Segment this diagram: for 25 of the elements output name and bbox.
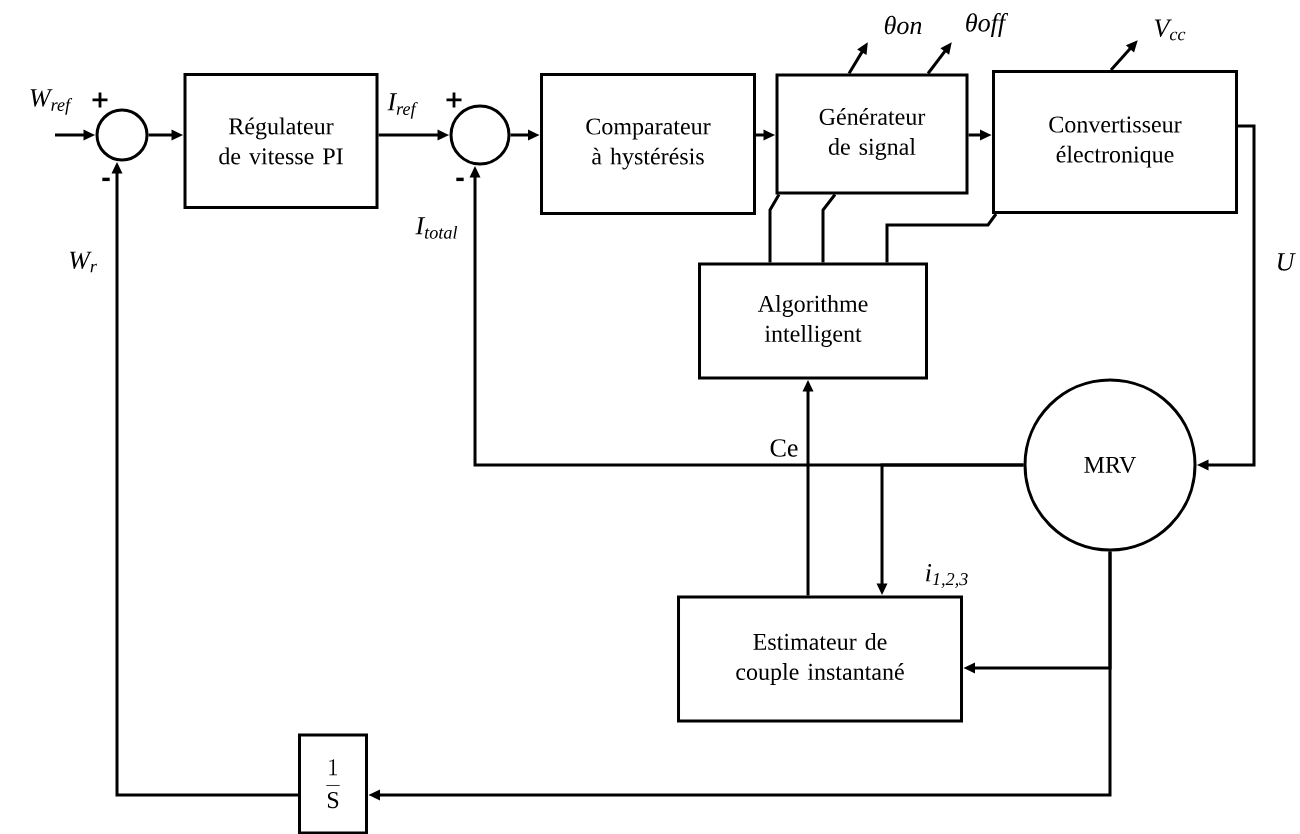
connector-line <box>768 193 781 263</box>
signal-label: θon <box>884 15 922 35</box>
transfer-function-box: $\frac{1}{\mathrm{S}}$ <box>298 733 368 834</box>
signal-label: I$_{total}$ <box>415 217 458 239</box>
process-box: Générateur de signal <box>775 73 969 195</box>
process-box: Algorithme intelligent <box>698 262 928 380</box>
signal-label: W$_{r}$ <box>69 251 97 273</box>
process-box: Estimateur de couple instantané <box>677 595 963 723</box>
signal-label: θoff <box>966 13 1009 37</box>
signal-label: U <box>1278 253 1296 271</box>
connector-line <box>885 213 998 263</box>
signal-label: I$_{ref}$ <box>387 93 418 119</box>
signal-label: V$_{cc}$ <box>1154 19 1186 41</box>
sign-label: + <box>446 92 462 108</box>
process-box: Comparateur à hystérésis <box>540 73 756 215</box>
connector-line <box>821 193 837 263</box>
signal-label: W$_{ref}$ <box>30 89 73 115</box>
process-box: Convertisseur électronique <box>992 70 1238 214</box>
signal-label: Ce <box>770 439 798 457</box>
signal-label: i$_{1,2,3}$ <box>926 564 968 588</box>
sign-label: - <box>102 177 110 182</box>
sign-label: - <box>456 177 464 182</box>
sign-label: + <box>92 92 108 108</box>
process-box: Régulateur de vitesse PI <box>183 73 379 209</box>
summing-junction <box>95 108 149 162</box>
